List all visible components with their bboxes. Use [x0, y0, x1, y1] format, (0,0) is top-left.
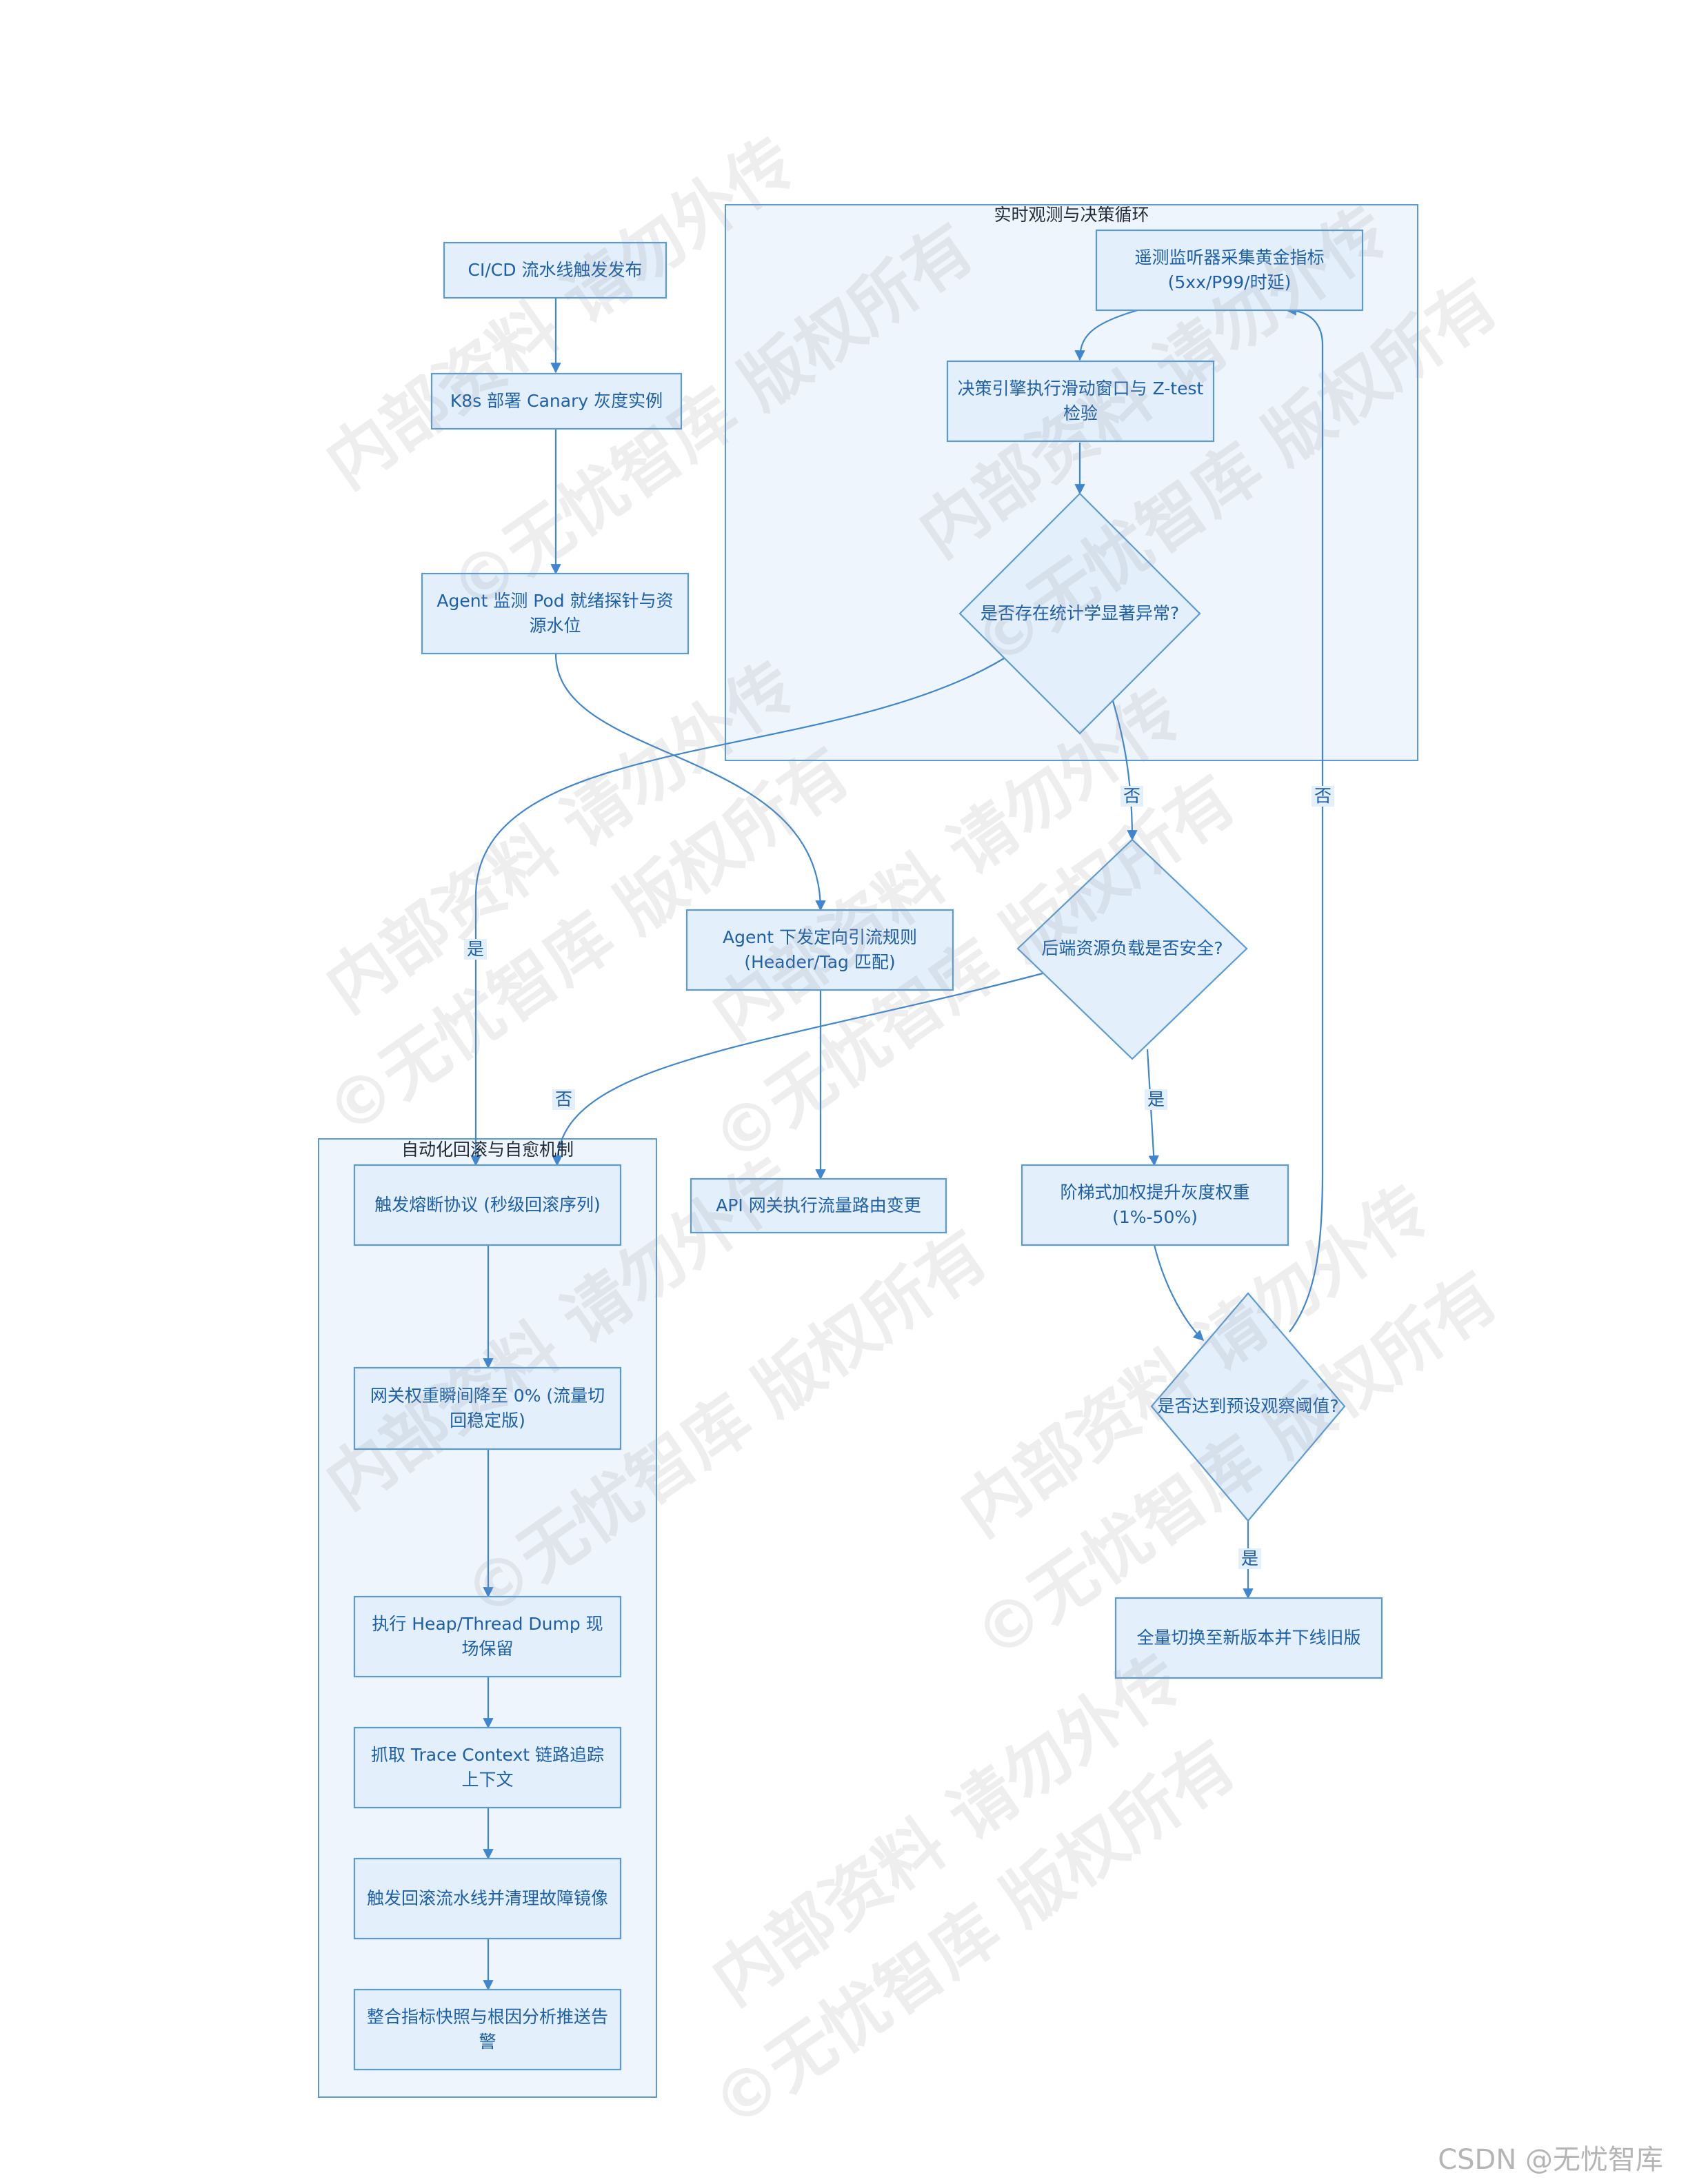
node-fuse-box [353, 1164, 622, 1246]
node-agent-probe-box [421, 572, 690, 655]
node-full-switch-box [1114, 1597, 1383, 1679]
node-k8s-box [430, 372, 683, 430]
node-rollback-pipeline: 触发回滚流水线并清理故障镜像 [366, 1888, 608, 1908]
node-alert-box [353, 1988, 622, 2071]
node-fuse: 触发熔断协议 (秒级回滚序列) [374, 1195, 601, 1215]
node-agent-rule: Agent 下发定向引流规则 (Header/Tag 匹配) [723, 927, 917, 972]
node-cicd: CI/CD 流水线触发发布 [468, 260, 643, 280]
node-rollback-pipeline-box [353, 1857, 622, 1940]
edge-label-threshold-yes: 是 [1238, 1548, 1262, 1569]
edge-telemetry-decision [1074, 309, 1138, 361]
node-full-switch: 全量切换至新版本并下线旧版 [1136, 1628, 1361, 1648]
node-backend-safe: 后端资源负载是否安全? [1041, 938, 1223, 958]
edge-backend-fuse [552, 972, 1043, 1166]
node-api-gateway: API 网关执行流量路由变更 [716, 1195, 921, 1215]
node-threshold-diamond [1150, 1292, 1346, 1522]
node-backend-diamond [1016, 838, 1248, 1060]
node-decision-box [946, 360, 1215, 443]
edge-threshold-telemetry [1285, 305, 1324, 1333]
node-dump: 执行 Heap/Thread Dump 现场保留 [372, 1614, 603, 1659]
node-step-weight-box [1021, 1164, 1289, 1246]
edge-anomaly-backend [1110, 696, 1138, 841]
node-threshold: 是否达到预设观察阈值? [1157, 1396, 1339, 1416]
edge-stepweight-threshold [1153, 1244, 1205, 1342]
footer-credit: CSDN @无忧智库 [1438, 2144, 1663, 2176]
node-agent-probe: Agent 监测 Pod 就绪探针与资源水位 [436, 591, 674, 636]
node-anomaly: 是否存在统计学显著异常? [980, 603, 1180, 623]
edge-label-anomaly-yes: 是 [464, 939, 488, 960]
node-api-gateway-box [690, 1177, 947, 1234]
node-alert: 整合指标快照与根因分析推送告警 [366, 2007, 608, 2052]
edge-agentprobe-agentrule [554, 653, 826, 911]
edge-label-backend-no: 否 [552, 1089, 576, 1110]
edge-label-backend-yes: 是 [1145, 1089, 1168, 1110]
node-cicd-box [443, 241, 667, 299]
node-trace-box [353, 1726, 622, 1809]
cluster-rollback-title: 自动化回滚与自愈机制 [401, 1140, 574, 1160]
node-trace: 抓取 Trace Context 链路追踪上下文 [370, 1745, 605, 1790]
node-agent-rule-box [685, 909, 954, 991]
edge-label-anomaly-no: 否 [1121, 786, 1144, 807]
node-anomaly-diamond [958, 492, 1201, 735]
node-telemetry: 遥测监听器采集黄金指标 (5xx/P99/时延) [1134, 247, 1325, 292]
cluster-observe-title: 实时观测与决策循环 [994, 205, 1149, 225]
node-gateway-zero: 网关权重瞬间降至 0% (流量切回稳定版) [370, 1386, 605, 1430]
node-dump-box [353, 1595, 622, 1678]
node-step-weight: 阶梯式加权提升灰度权重 (1%-50%) [1060, 1182, 1250, 1227]
node-telemetry-box [1095, 229, 1364, 312]
node-gateway-zero-box [353, 1366, 622, 1450]
node-k8s: K8s 部署 Canary 灰度实例 [450, 391, 663, 411]
edge-label-threshold-no: 否 [1312, 786, 1335, 807]
node-decision: 决策引擎执行滑动窗口与 Z-test 检验 [957, 378, 1204, 423]
edge-anomaly-fuse [470, 658, 1005, 1166]
